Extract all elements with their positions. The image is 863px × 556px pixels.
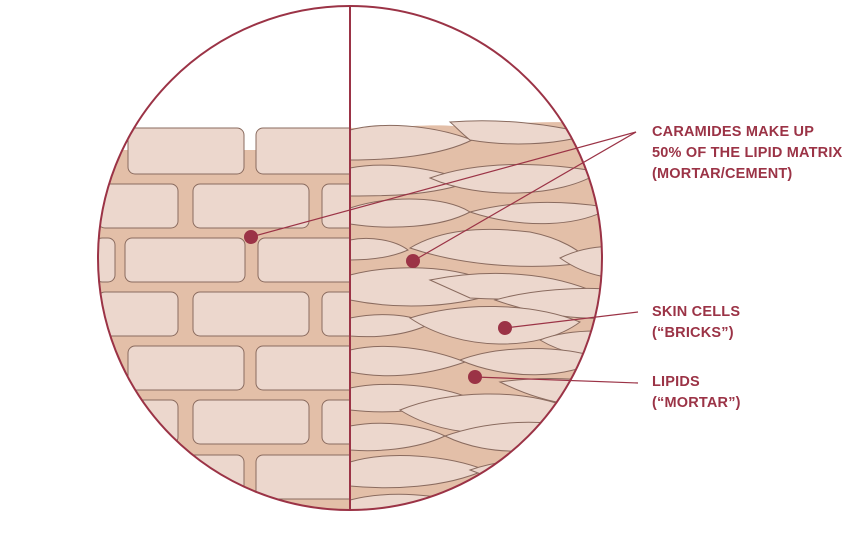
skin-cells-label-line-2: (“BRICKS”) xyxy=(652,323,740,344)
skin-cells-dot xyxy=(498,321,512,335)
brick xyxy=(98,184,178,228)
brick xyxy=(193,292,309,336)
caramides-label: CARAMIDES MAKE UP 50% OF THE LIPID MATRI… xyxy=(652,122,842,185)
skin-cells-label-line-1: SKIN CELLS xyxy=(652,302,740,323)
brick xyxy=(256,346,356,390)
brick xyxy=(193,400,309,444)
lipids-dot xyxy=(468,370,482,384)
brick xyxy=(128,346,244,390)
brick xyxy=(128,128,244,174)
caramides-label-line-2: 50% OF THE LIPID MATRIX xyxy=(652,143,842,164)
lipids-label-line-2: (“MORTAR”) xyxy=(652,393,741,414)
lipids-label-line-1: LIPIDS xyxy=(652,372,741,393)
caramides-label-line-1: CARAMIDES MAKE UP xyxy=(652,122,842,143)
skin-cell xyxy=(350,494,470,520)
lipids-label: LIPIDS (“MORTAR”) xyxy=(652,372,741,414)
caramides-dot-cell xyxy=(406,254,420,268)
skin-cell-layer xyxy=(350,121,620,520)
caramides-dot-brick xyxy=(244,230,258,244)
brick xyxy=(193,184,309,228)
brick xyxy=(258,238,358,282)
caramides-label-line-3: (MORTAR/CEMENT) xyxy=(652,164,842,185)
brick xyxy=(98,400,178,444)
brick xyxy=(98,292,178,336)
brick xyxy=(256,455,356,499)
brick xyxy=(256,128,356,174)
skin-cells-label: SKIN CELLS (“BRICKS”) xyxy=(652,302,740,344)
brick xyxy=(125,238,245,282)
brick-wall xyxy=(90,128,362,520)
